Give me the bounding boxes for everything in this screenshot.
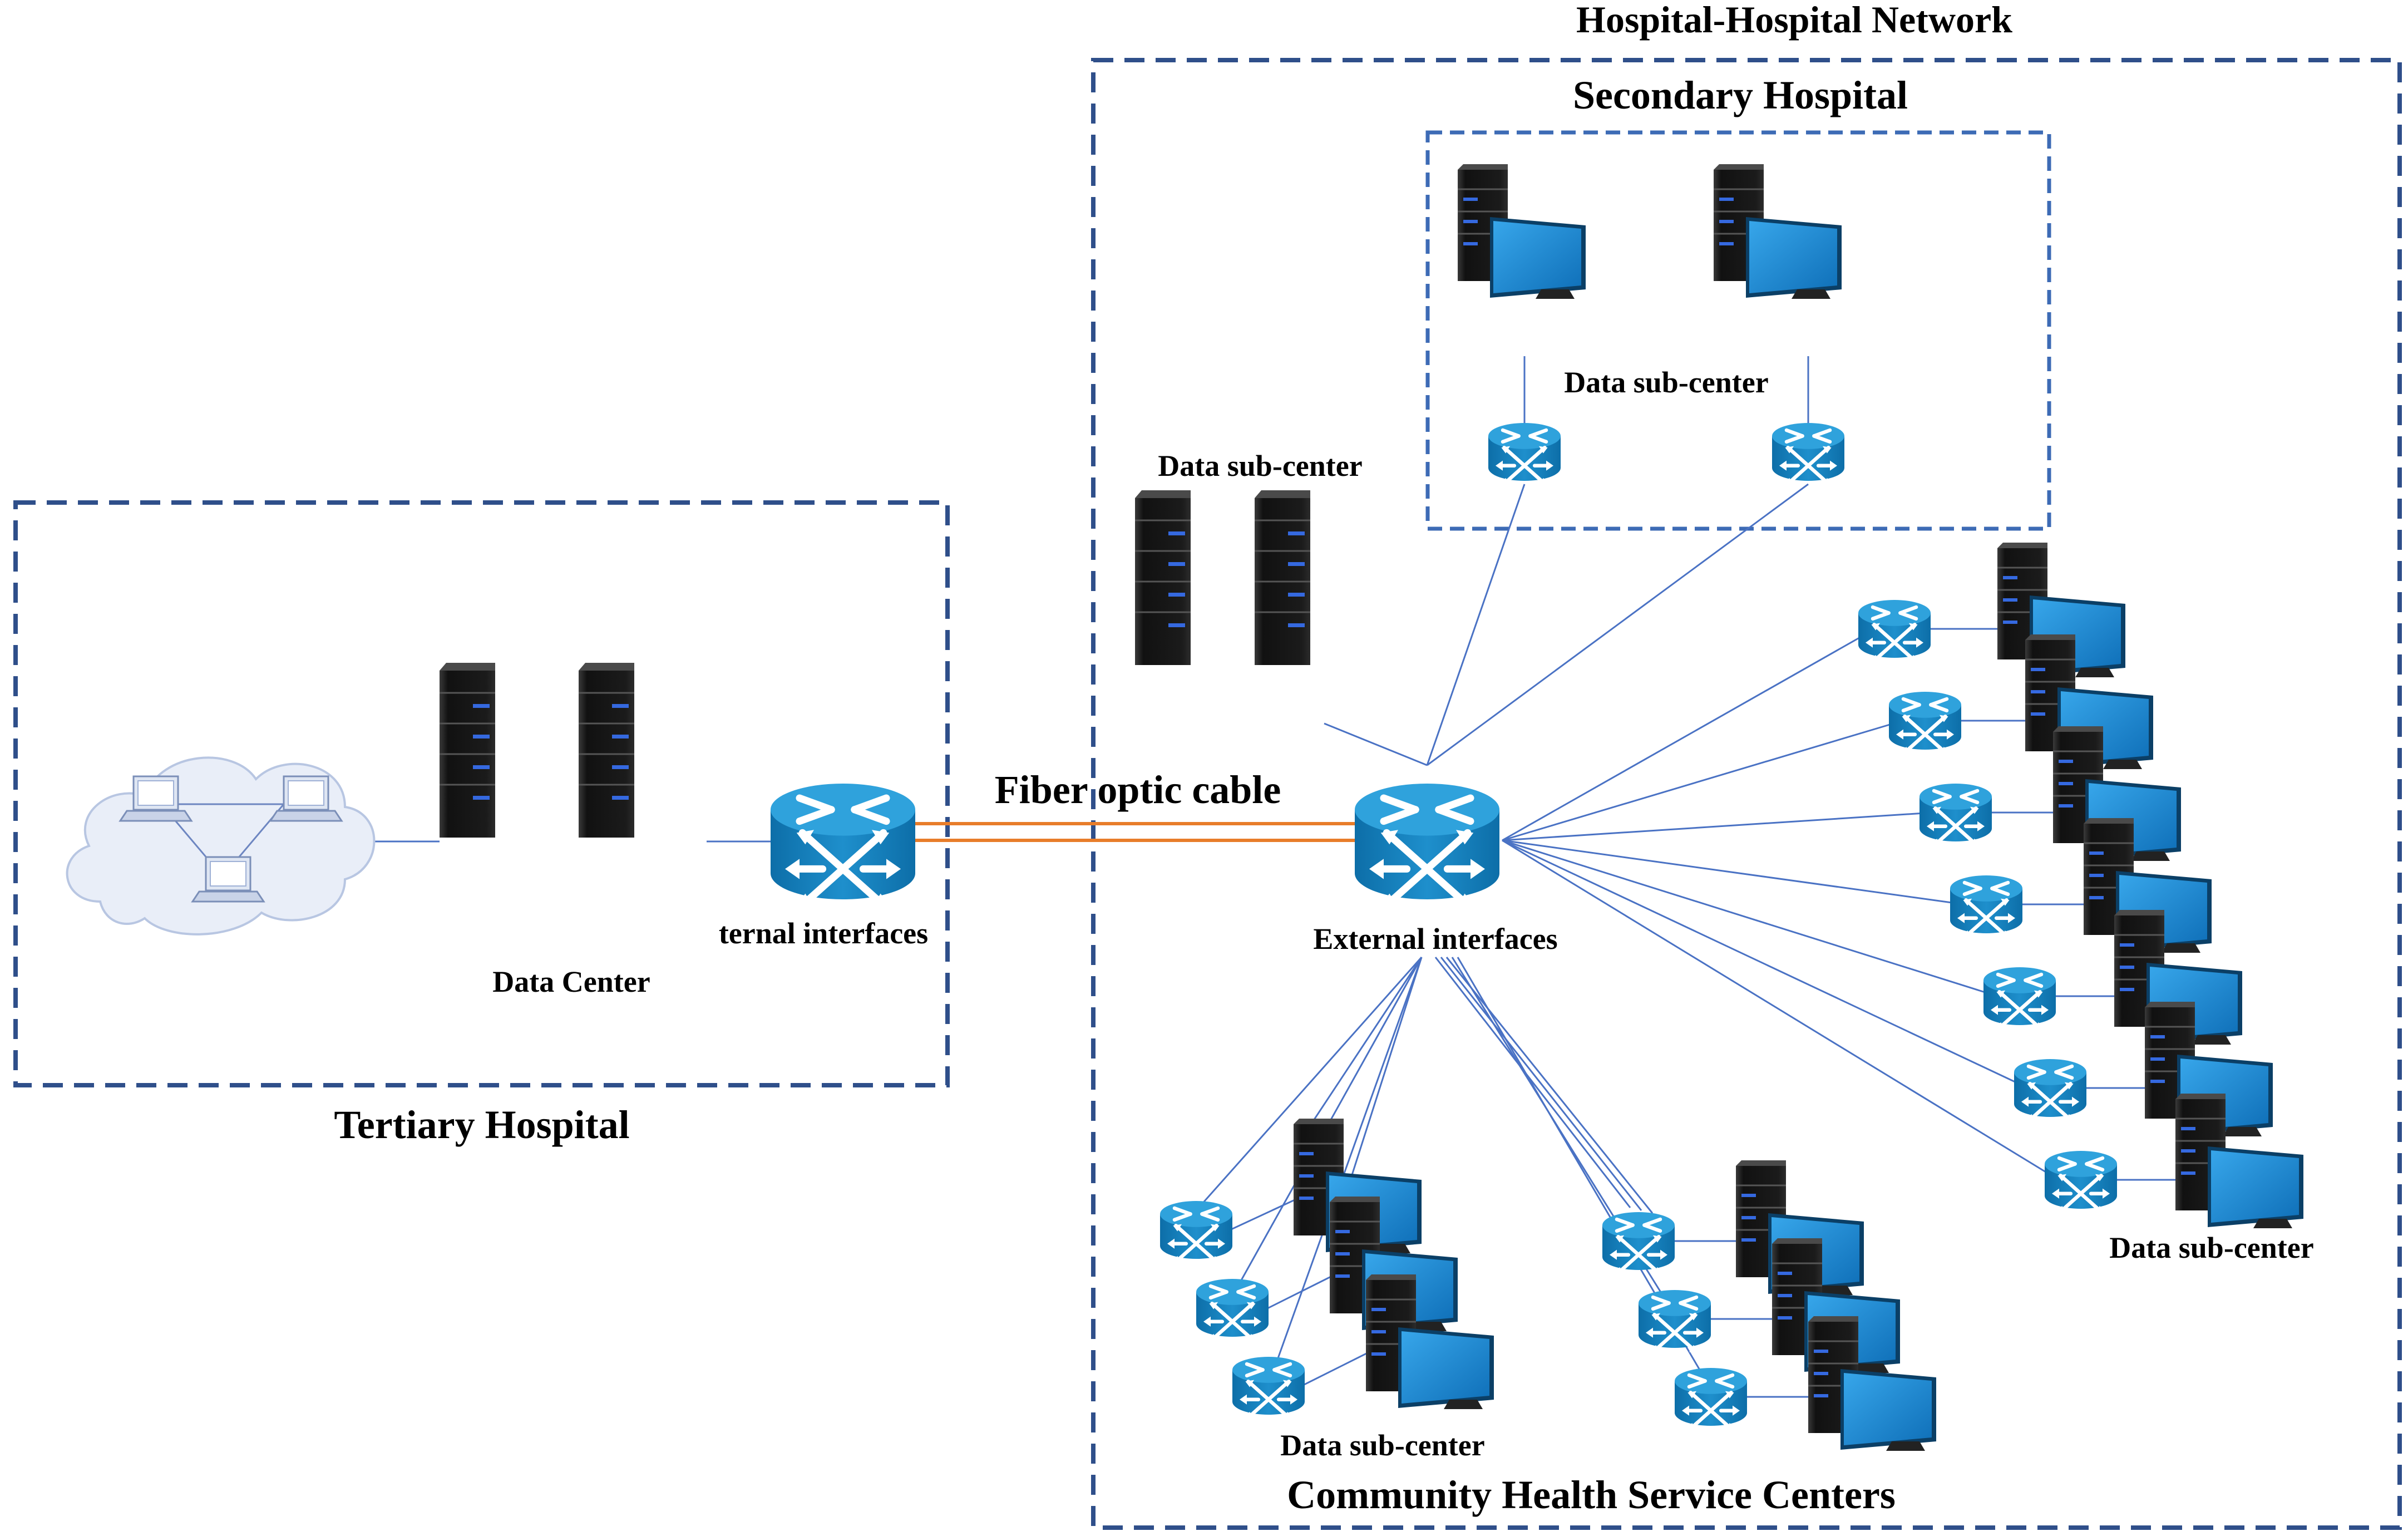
router-icon [2014,1059,2086,1121]
secondary-hospital-boundary [1425,130,2051,531]
server-rack-icon [438,662,496,839]
router-icon [1950,875,2022,938]
external-interfaces-left-label: ternal interfaces [719,917,928,950]
router-icon [1196,1279,1269,1341]
sub-center-standalone-label: Data sub-center [1158,449,1362,483]
hospital-network-boundary [1091,58,2402,1530]
router-icon [1675,1368,1747,1430]
workstation-icon [1713,163,1843,300]
community-centers-label: Community Health Service Centers [1287,1473,1896,1517]
server-rack-icon [578,662,635,839]
router-icon [1488,423,1561,485]
sub-center-secondary-label: Data sub-center [1564,366,1768,399]
workstation-icon [1457,163,1587,300]
router-icon [1355,784,1499,908]
router-icon [1889,692,1961,754]
router-icon [771,784,915,908]
tertiary-hospital-boundary [13,500,950,1087]
router-icon [1602,1212,1675,1274]
fiber-optic-cable [915,822,1358,842]
sub-center-right-label: Data sub-center [2109,1231,2313,1264]
router-icon [1232,1357,1305,1419]
router-icon [1160,1201,1232,1263]
router-icon [1920,784,1992,846]
right-sub-centers [1858,541,2305,1229]
network-links [373,356,2175,1398]
sub-center-bottom-label: Data sub-center [1280,1429,1484,1462]
server-rack-icon [1254,489,1311,666]
bottom-middle-sub-centers [1602,1159,1937,1452]
network-title: Hospital-Hospital Network [1576,0,2012,41]
data-center-label: Data Center [492,965,650,998]
router-icon [1983,967,2056,1030]
fiber-optic-cable-label: Fiber optic cable [995,767,1281,812]
data-center-servers [438,662,635,839]
router-icon [1639,1290,1711,1352]
router-icon [1772,423,1844,485]
external-interfaces-main-label: External interfaces [1313,922,1557,956]
secondary-hospital-label: Secondary Hospital [1573,73,1908,117]
router-icon [2045,1151,2117,1213]
tertiary-hospital-label: Tertiary Hospital [334,1102,629,1147]
server-rack-icon [1134,489,1192,666]
standalone-data-sub-center [1134,489,1311,666]
router-icon [1858,600,1931,662]
